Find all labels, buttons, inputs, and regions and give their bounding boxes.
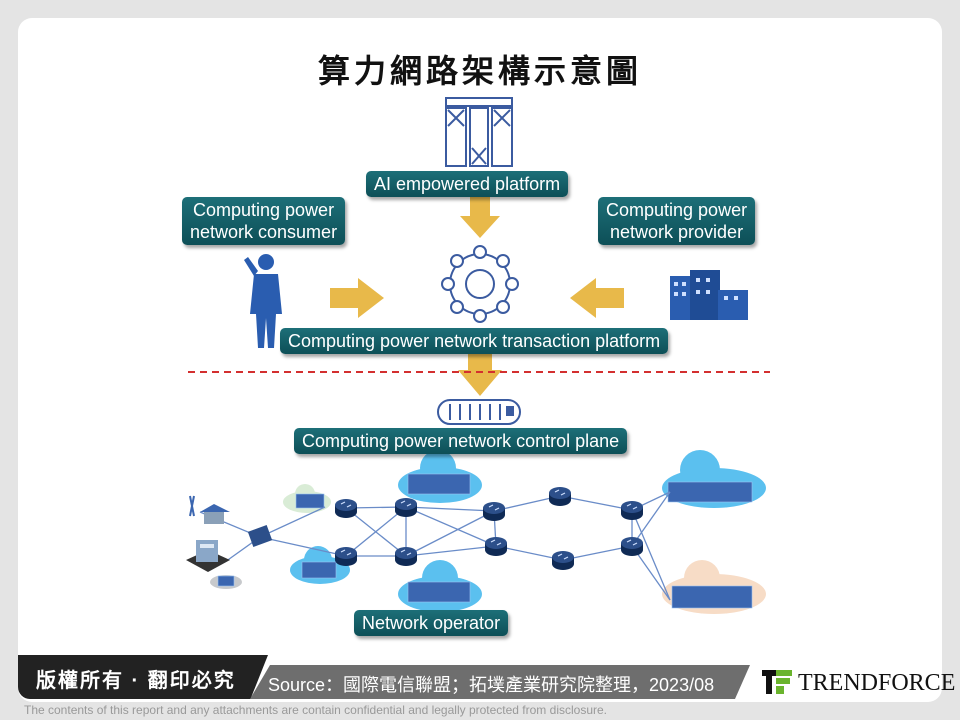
arrow-right-consumer <box>330 278 384 318</box>
source-text: Source：國際電信聯盟；拓墣產業研究院整理，2023/08 <box>268 675 715 695</box>
page-title: 算力網路架構示意圖 <box>317 52 642 90</box>
cell-tower-house-icon <box>189 495 230 524</box>
office-building-icon <box>186 540 230 572</box>
arrow-left-provider <box>570 278 624 318</box>
label-provider-line2: network provider <box>610 222 744 242</box>
arrow-down-ai <box>460 196 500 238</box>
ai-platform-icon <box>445 97 513 167</box>
source-bar: Source：國際電信聯盟；拓墣產業研究院整理，2023/08 <box>250 665 750 699</box>
transaction-hub-icon <box>441 245 519 323</box>
label-provider-line1: Computing power <box>606 200 748 220</box>
control-plane-icon <box>437 399 521 425</box>
copyright-bar: 版權所有 · 翻印必究 <box>18 655 268 699</box>
label-consumer-line2: network consumer <box>190 222 338 242</box>
brand-name: TRENDFORCE <box>798 670 956 696</box>
label-provider: Computing power network provider <box>598 197 756 245</box>
copyright-text: 版權所有 · 翻印必究 <box>36 670 236 692</box>
disclaimer-text: The contents of this report and any atta… <box>24 703 607 717</box>
arrows <box>330 196 624 396</box>
label-consumer: Computing power network consumer <box>182 197 346 245</box>
label-ai-platform: AI empowered platform <box>366 171 569 197</box>
label-transaction-platform: Computing power network transaction plat… <box>280 328 669 354</box>
label-network-operator: Network operator <box>354 610 509 636</box>
switch-icon <box>247 525 273 547</box>
label-control-plane: Computing power network control plane <box>294 428 628 454</box>
label-consumer-line1: Computing power <box>192 200 335 220</box>
clouds <box>210 450 766 614</box>
provider-building-icon <box>670 270 748 320</box>
consumer-person-icon <box>244 254 282 348</box>
routers <box>334 486 644 571</box>
trendforce-logo-icon <box>762 670 792 694</box>
arrow-down-control <box>458 352 502 396</box>
